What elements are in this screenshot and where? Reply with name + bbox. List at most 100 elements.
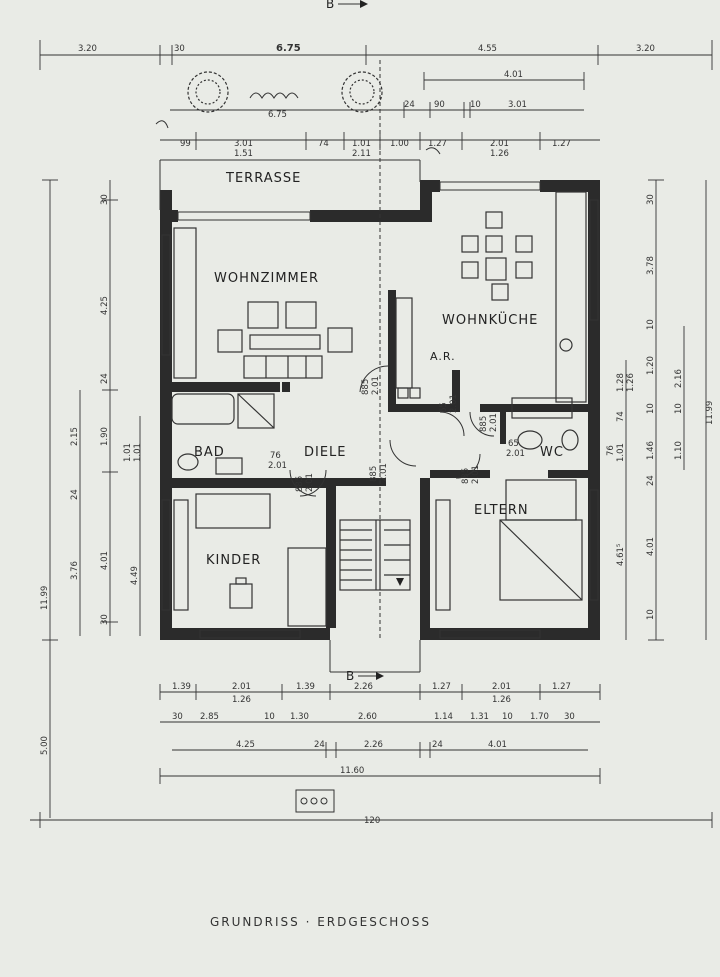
dim-top-6-75: 6.75 — [276, 43, 301, 54]
door-tag-885-a: 885 — [361, 379, 371, 395]
door-tag-201-f: 2.01 — [379, 463, 389, 482]
dim-b2-1-14: 1.14 — [434, 712, 453, 722]
dim-b2-10-a: 10 — [264, 712, 275, 722]
dim-99: 99 — [180, 139, 191, 149]
dim-top-3-20-right: 3.20 — [636, 44, 655, 54]
dim-right-1-20: 1.20 — [646, 356, 656, 375]
room-label-diele: DIELE — [304, 445, 347, 460]
dim-right-76: 76 — [606, 445, 616, 456]
door-tag-885-b: 885 — [479, 416, 489, 432]
dim-b3-2-26: 2.26 — [364, 740, 383, 750]
door-tag-201-b: 2.01 — [449, 394, 459, 413]
dim-right-2-16: 2.16 — [674, 369, 684, 388]
dim-bottom-2-01-b: 2.01 — [492, 682, 511, 692]
dim-left-24-b: 24 — [70, 489, 80, 500]
dim-left-2-15: 2.15 — [70, 427, 80, 446]
room-label-bad: BAD — [194, 445, 225, 460]
dim-left-1-90: 1.90 — [100, 427, 110, 446]
section-marker-top: B — [326, 0, 368, 11]
dim-1-27-b: 1.27 — [552, 139, 571, 149]
dim-left-4-01: 4.01 — [100, 551, 110, 570]
dim-left-30-b: 30 — [100, 614, 110, 625]
dim-24: 24 — [404, 100, 415, 110]
dim-right-1-10: 1.10 — [674, 441, 684, 460]
dim-right-1-01: 1.01 — [616, 443, 626, 462]
bottom-dimension-chains: 1.39 2.01 1.26 1.39 2.26 1.27 2.01 1.26 … — [30, 682, 713, 828]
left-dimension-chains: 11.99 5.00 30 4.25 24 2.15 1.90 24 3.76 … — [40, 179, 143, 818]
dim-right-4-61: 4.61⁵ — [616, 544, 626, 566]
room-label-terrasse: TERRASSE — [225, 171, 301, 186]
door-tag-201-d: 2.01 — [268, 461, 287, 471]
dim-right-3-78: 3.78 — [646, 256, 656, 275]
room-label-kinder: KINDER — [206, 553, 261, 568]
dim-b2-1-70: 1.70 — [530, 712, 549, 722]
door-tag-201-h: 2.01 — [506, 449, 525, 459]
dim-b2-30-b: 30 — [564, 712, 575, 722]
dim-right-1-28: 1.28 — [616, 373, 626, 392]
dim-b2-2-60: 2.60 — [358, 712, 377, 722]
dim-b2-10-b: 10 — [502, 712, 513, 722]
dim-10: 10 — [470, 100, 481, 110]
dim-3-01-top: 3.01 — [508, 100, 527, 110]
svg-text:B: B — [326, 0, 334, 11]
dim-left-4-49: 4.49 — [130, 566, 140, 585]
furniture-wc — [517, 429, 579, 451]
room-label-wohnzimmer: WOHNZIMMER — [214, 271, 319, 286]
dim-right-10-d: 10 — [646, 609, 656, 620]
dim-74: 74 — [318, 139, 329, 149]
dim-left-11-99: 11.99 — [40, 586, 50, 610]
dim-b4-11-60: 11.60 — [340, 766, 364, 776]
door-dimension-tags: 885 2.01 65 2.01 885 2.01 76 2.01 885 2.… — [268, 376, 525, 492]
dim-left-1-01-b: 1.01 — [133, 443, 143, 462]
dim-right-24: 24 — [646, 475, 656, 486]
dim-top-4-01: 4.01 — [504, 70, 523, 80]
dim-right-1-26: 1.26 — [626, 373, 636, 392]
dim-left-5-00: 5.00 — [40, 736, 50, 755]
dim-extra-120: 120 — [364, 816, 380, 826]
dim-b2-1-31: 1.31 — [470, 712, 489, 722]
dim-left-4-25: 4.25 — [100, 296, 110, 315]
furniture-ar-closet — [395, 297, 421, 399]
dim-right-74: 74 — [616, 411, 626, 422]
dim-bottom-2-01-a: 2.01 — [232, 682, 251, 692]
dim-2-01-a: 2.01 — [490, 139, 509, 149]
door-tag-76: 76 — [270, 451, 281, 461]
dim-bottom-1-26-b: 1.26 — [492, 695, 511, 705]
dim-right-30: 30 — [646, 194, 656, 205]
dim-b3-24-b: 24 — [432, 740, 443, 750]
dim-b3-4-25: 4.25 — [236, 740, 255, 750]
dim-2-11: 2.11 — [352, 149, 371, 159]
door-tag-65-b: 65 — [508, 439, 519, 449]
room-label-eltern: ELTERN — [474, 503, 529, 518]
furniture-living-room — [173, 227, 353, 379]
dim-bottom-1-27-a: 1.27 — [432, 682, 451, 692]
door-tag-885-d: 885 — [369, 466, 379, 482]
door-tag-201-e: 2.01 — [305, 473, 315, 492]
dim-1-01: 1.01 — [352, 139, 371, 149]
dim-left-3-76: 3.76 — [70, 561, 80, 580]
dim-b3-4-01: 4.01 — [488, 740, 507, 750]
room-label-wohnkueche: WOHNKÜCHE — [442, 311, 538, 328]
door-tag-201-c: 2.01 — [489, 413, 499, 432]
dim-right-11-99: 11.99 — [705, 401, 715, 425]
dim-left-30-a: 30 — [100, 194, 110, 205]
garden-shrubs — [155, 71, 441, 155]
dim-right-10-b: 10 — [646, 403, 656, 414]
room-label-wc: WC — [540, 445, 564, 460]
dim-left-1-01-a: 1.01 — [123, 443, 133, 462]
door-tag-885-e: 885 — [461, 468, 471, 484]
dim-1-27-a: 1.27 — [428, 139, 447, 149]
dim-bottom-1-27-b: 1.27 — [552, 682, 571, 692]
door-swings — [289, 365, 495, 497]
dim-1-26-a: 1.26 — [490, 149, 509, 159]
svg-text:B: B — [346, 669, 354, 683]
dim-bottom-1-39-b: 1.39 — [296, 682, 315, 692]
interior-walls — [160, 290, 598, 640]
dim-top-3-20-left: 3.20 — [78, 44, 97, 54]
dim-b2-1-30: 1.30 — [290, 712, 309, 722]
door-tag-65-a: 65 — [439, 402, 449, 413]
room-label-ar: A.R. — [430, 350, 456, 363]
dim-right-1-46: 1.46 — [646, 441, 656, 460]
exterior-walls — [160, 180, 600, 640]
right-dimension-chains: 11.99 30 3.78 10 1.28 1.26 74 1.20 2.16 … — [606, 179, 715, 641]
